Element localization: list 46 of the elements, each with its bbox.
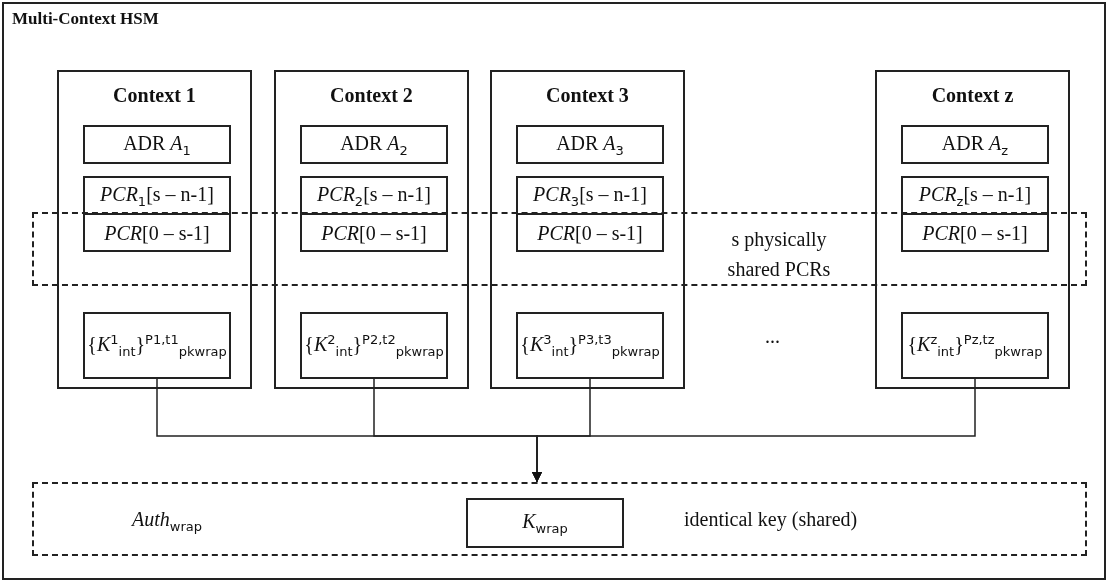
register-box [300, 176, 448, 215]
context-title: Context 2 [329, 84, 414, 106]
register-box [516, 213, 664, 252]
register-box [300, 125, 448, 164]
register-label: K$_{wrap}$ [521, 509, 569, 537]
register-label: ADR A$_{z}$ [940, 131, 1010, 158]
register-box [901, 125, 1049, 164]
register-box [516, 125, 664, 164]
dashed-region [32, 212, 1087, 286]
key-box [300, 312, 448, 379]
context-title: Context 1 [112, 84, 197, 106]
dashed-region [32, 482, 1087, 556]
register-box [901, 176, 1049, 215]
register-label: PCR$_{1}$[s – n-1] [99, 182, 215, 209]
ellipsis-label: ... [765, 325, 780, 347]
region-label: identical key (shared) [684, 508, 858, 530]
register-box [300, 213, 448, 252]
register-box [466, 498, 624, 548]
register-label: ADR A$_{2}$ [339, 131, 409, 158]
key-box [83, 312, 231, 379]
context-box [57, 70, 252, 389]
key-box [516, 312, 664, 379]
register-label: PCR[0 – s-1] [921, 221, 1029, 244]
register-label: PCR$_{2}$[s – n-1] [316, 182, 432, 209]
key-box [901, 312, 1049, 379]
register-label: PCR$_{3}$[s – n-1] [532, 182, 648, 209]
register-box [83, 125, 231, 164]
connector-arrow [531, 378, 976, 483]
context-box [490, 70, 685, 389]
auth-label: Auth$_{wrap}$ [132, 508, 202, 535]
register-label: PCR[0 – s-1] [103, 221, 211, 244]
context-title: Context 3 [545, 84, 630, 106]
register-label: ADR A$_{3}$ [555, 131, 625, 158]
register-label: PCR[0 – s-1] [320, 221, 428, 244]
register-box [83, 176, 231, 215]
register-box [83, 213, 231, 252]
register-box [901, 213, 1049, 252]
register-label: PCR[0 – s-1] [536, 221, 644, 244]
context-box [274, 70, 469, 389]
register-label: ADR A$_{1}$ [122, 131, 192, 158]
register-box [516, 176, 664, 215]
context-box [875, 70, 1070, 389]
frame-title: Multi-Context HSM [12, 10, 159, 29]
register-label: PCR$_{z}$[s – n-1] [917, 182, 1033, 209]
context-title: Context z [930, 84, 1015, 106]
region-label: s physically shared PCRs [726, 227, 832, 282]
